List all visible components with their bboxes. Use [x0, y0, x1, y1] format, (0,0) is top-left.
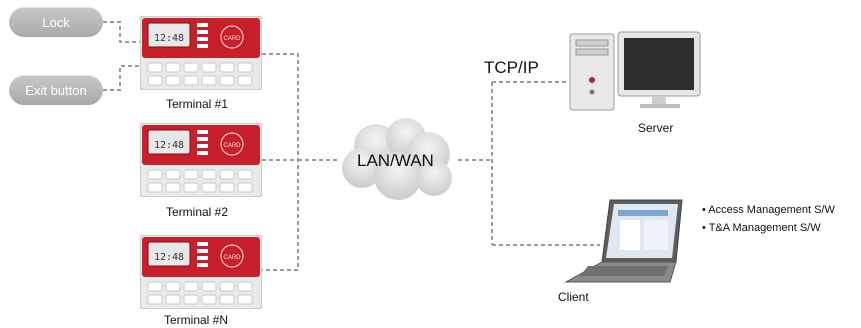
server-label: Server — [638, 121, 674, 135]
terminal-card-text: CARD — [223, 143, 241, 149]
terminal-device-icon: 12:48 CARD — [139, 234, 263, 310]
terminal-screen-text: 12:48 — [154, 140, 184, 151]
terminal-1: 12:48 CARD — [139, 15, 263, 91]
terminal-screen-text: 12:48 — [154, 252, 184, 263]
cloud-icon — [342, 118, 452, 200]
protocol-label: TCP/IP — [484, 58, 539, 77]
exit-button-pill: Exit button — [9, 75, 103, 105]
terminal-screen-text: 12:48 — [154, 33, 184, 44]
terminal-n: 12:48 CARD — [139, 234, 263, 310]
terminal-1-label: Terminal #1 — [166, 97, 229, 111]
cloud-label: LAN/WAN — [357, 151, 434, 170]
lock-label: Lock — [42, 14, 70, 30]
terminal-card-text: CARD — [223, 36, 241, 42]
lock-pill: Lock — [9, 7, 103, 37]
terminal-2: 12:48 CARD — [139, 122, 263, 198]
terminal-2-label: Terminal #2 — [166, 205, 229, 219]
laptop-icon — [564, 199, 683, 283]
lock-wire — [103, 21, 140, 43]
terminal-bus-wire — [262, 53, 299, 271]
terminal-device-icon: 12:48 CARD — [139, 15, 263, 91]
software-list: • Access Management S/W • T&A Management… — [702, 201, 835, 237]
software-item-ta: • T&A Management S/W — [702, 222, 821, 234]
software-item-access: • Access Management S/W — [702, 204, 835, 216]
exit-button-label: Exit button — [25, 82, 87, 98]
server-computer-icon — [569, 31, 701, 111]
terminal-device-icon: 12:48 CARD — [139, 122, 263, 198]
client-label: Client — [558, 290, 589, 304]
terminal-card-text: CARD — [223, 255, 241, 261]
exit-button-wire — [103, 65, 140, 91]
terminal-n-label: Terminal #N — [164, 313, 229, 327]
